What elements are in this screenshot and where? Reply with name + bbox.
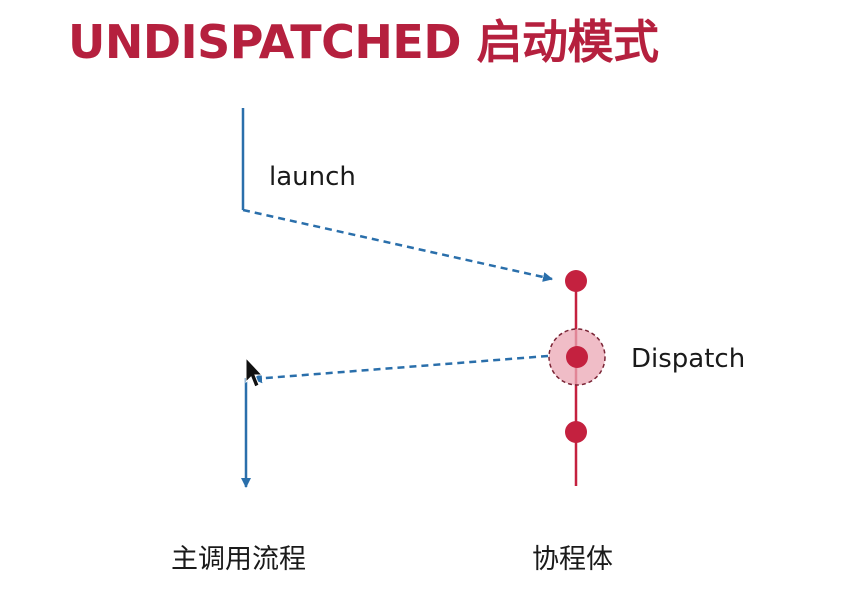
launch-label: launch xyxy=(269,162,356,192)
dispatch-label: Dispatch xyxy=(631,344,745,374)
launch-dashed-arrow xyxy=(242,208,553,282)
coroutine-lower-point xyxy=(565,421,587,443)
dispatch-point xyxy=(566,346,588,368)
slide-title: UNDISPATCHED 启动模式 xyxy=(68,15,659,69)
coroutine-start-point xyxy=(565,270,587,292)
dispatch-return-dashed-arrow xyxy=(252,354,549,384)
coroutine-label: 协程体 xyxy=(532,544,613,575)
main-flow-label: 主调用流程 xyxy=(171,544,306,575)
mouse-pointer-icon xyxy=(245,356,264,388)
